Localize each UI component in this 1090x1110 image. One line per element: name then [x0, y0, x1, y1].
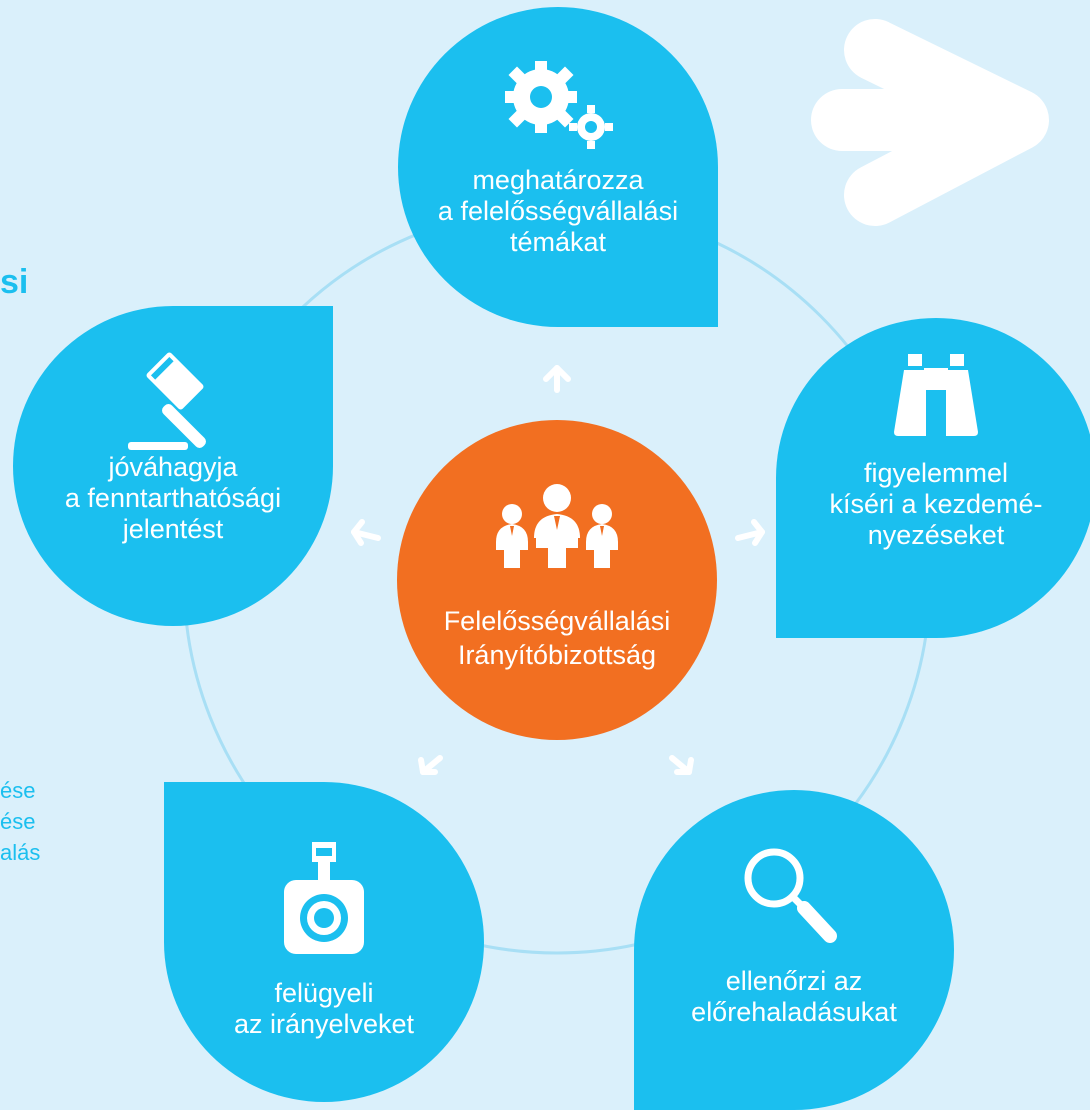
cropped-line-3: alás	[0, 840, 41, 865]
node-bottom-left-label: felügyeli az irányelveket	[233, 978, 415, 1039]
node-bottom-left: felügyeli az irányelveket	[164, 782, 484, 1102]
arrow-down-right-icon	[669, 755, 694, 775]
gears-icon	[398, 59, 718, 154]
center-node: Felelősségvállalási Irányítóbizottság	[397, 420, 717, 740]
node-bottom-right-label: ellenőrzi az előrehaladásukat	[691, 966, 897, 1027]
center-label: Felelősségvállalási Irányítóbizottság	[443, 606, 671, 670]
arrow-right-icon	[735, 519, 765, 546]
committee-speakers-icon	[397, 480, 717, 575]
arrow-left-icon	[351, 519, 381, 546]
node-right-label: figyelemmel kíséri a kezdemé- nyezéseket	[829, 458, 1043, 550]
gavel-icon	[13, 346, 333, 461]
large-right-arrow-icon	[811, 19, 1049, 226]
cropped-heading-fragment: si	[0, 263, 29, 301]
node-left: jóváhagyja a fenntarthatósági jelentést	[13, 306, 333, 626]
cropped-text-fragments: ése ése alás	[0, 775, 40, 868]
cropped-line-2: ése	[0, 809, 36, 834]
binoculars-icon	[776, 350, 1090, 445]
camera-icon	[164, 840, 484, 965]
node-right: figyelemmel kíséri a kezdemé- nyezéseket	[776, 318, 1090, 638]
node-top: meghatározza a felelősségvállalási témák…	[398, 7, 718, 327]
node-top-label: meghatározza a felelősségvállalási témák…	[437, 165, 679, 257]
arrow-up-icon	[543, 365, 571, 393]
cropped-line-1: ése	[0, 778, 36, 803]
arrow-down-left-icon	[418, 755, 443, 775]
node-bottom-right: ellenőrzi az előrehaladásukat	[634, 790, 954, 1110]
node-left-label: jóváhagyja a fenntarthatósági jelentést	[64, 452, 282, 544]
magnifier-icon	[634, 844, 954, 949]
